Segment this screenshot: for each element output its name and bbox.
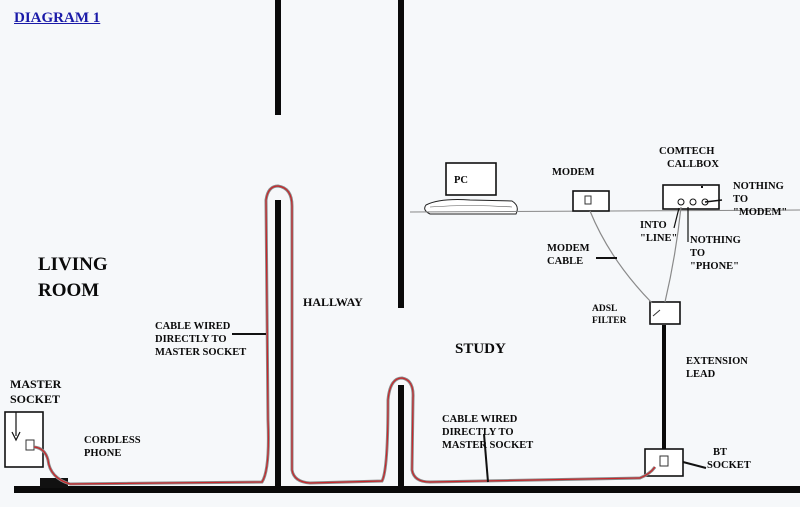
cable-wired-label-right: CABLE WIRED DIRECTLY TO MASTER SOCKET xyxy=(442,414,534,451)
modem-label: MODEM xyxy=(552,167,595,178)
cordless-phone-icon xyxy=(40,478,68,488)
walls xyxy=(14,0,800,493)
hallway-label: HALLWAY xyxy=(303,295,363,309)
adsl-filter-icon xyxy=(649,301,681,325)
hallway-wall-top xyxy=(275,0,281,115)
cable-wired-label-left: CABLE WIRED DIRECTLY TO MASTER SOCKET xyxy=(155,321,247,358)
hallway-wall-left xyxy=(275,200,281,490)
modem-icon xyxy=(572,190,610,212)
study-wall-top xyxy=(398,0,404,308)
extension-lead-label: EXTENSION LEAD xyxy=(686,356,748,380)
nothing-to-phone-label: NOTHING TO "PHONE" xyxy=(690,235,741,272)
cordless-phone-label: CORDLESS PHONE xyxy=(84,435,141,459)
nothing-to-modem-label: NOTHING TO "MODEM" xyxy=(733,181,788,218)
modem-cable-label: MODEM CABLE xyxy=(547,243,590,267)
diagram-title: DIAGRAM 1 xyxy=(14,10,101,26)
pc-label: PC xyxy=(454,175,468,186)
study-label: STUDY xyxy=(455,341,506,357)
floor-wall xyxy=(14,486,800,493)
red-cable xyxy=(33,184,657,486)
callbox-label: COMTECH CALLBOX xyxy=(659,146,719,170)
master-socket-icon xyxy=(4,411,44,468)
study-wall-bottom xyxy=(398,385,404,490)
bt-socket-label: BT SOCKET xyxy=(707,447,751,471)
living-room-label: LIVING ROOM xyxy=(38,254,108,301)
master-socket-label: MASTER SOCKET xyxy=(10,377,62,406)
into-line-label: INTO "LINE" xyxy=(640,220,678,244)
adsl-filter-label: ADSL FILTER xyxy=(592,304,627,326)
callbox-icon xyxy=(662,184,723,210)
pointer-lines xyxy=(232,186,707,483)
